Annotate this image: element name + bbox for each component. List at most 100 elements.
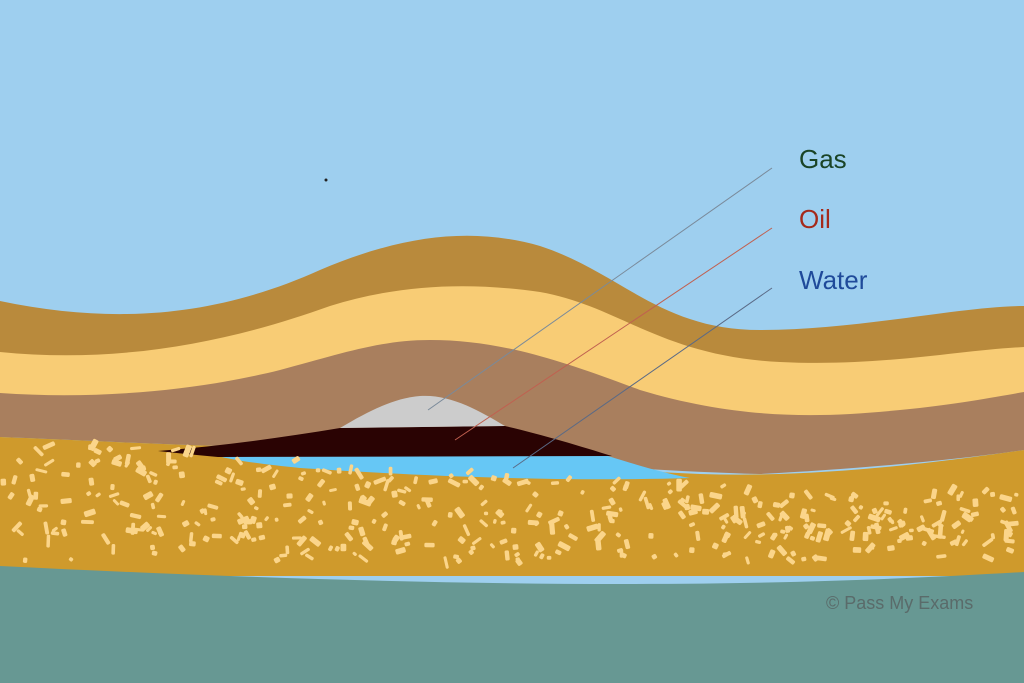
porous-fleck (502, 477, 512, 486)
porous-fleck (766, 511, 775, 521)
porous-fleck (678, 510, 686, 520)
porous-fleck (858, 505, 864, 510)
porous-fleck (804, 513, 810, 523)
gas-label: Gas (799, 144, 847, 174)
porous-fleck (809, 535, 816, 541)
porous-fleck (723, 531, 731, 539)
porous-fleck (784, 525, 791, 533)
porous-fleck (1000, 506, 1006, 513)
porous-fleck (207, 503, 219, 510)
porous-fleck (695, 530, 701, 541)
porous-fleck (609, 518, 615, 524)
base-rock-layer (0, 566, 1024, 683)
porous-fleck (395, 547, 406, 555)
porous-fleck (565, 475, 573, 483)
porous-fleck (623, 481, 630, 490)
porous-fleck (673, 552, 679, 558)
porous-fleck (354, 483, 361, 491)
porous-fleck (381, 511, 388, 518)
porous-fleck (612, 476, 621, 485)
porous-fleck (648, 533, 654, 539)
porous-fleck (329, 488, 337, 493)
porous-fleck (237, 515, 250, 525)
porous-fleck (447, 512, 453, 518)
porous-fleck (709, 502, 720, 514)
porous-fleck (651, 553, 658, 560)
porous-fleck (884, 508, 892, 515)
porous-fleck (908, 528, 914, 533)
porous-fleck (358, 526, 366, 537)
porous-fleck (94, 458, 101, 464)
porous-fleck (60, 497, 72, 505)
porous-fleck (595, 539, 602, 551)
porous-fleck (589, 509, 596, 522)
porous-fleck (947, 483, 958, 496)
porous-fleck (178, 471, 186, 479)
porous-fleck (801, 556, 807, 562)
porous-fleck (959, 507, 971, 514)
porous-fleck (789, 492, 795, 499)
porous-flecks (0, 438, 1019, 569)
porous-fleck (101, 533, 111, 545)
porous-fleck (479, 519, 489, 528)
porous-fleck (443, 556, 449, 569)
porous-fleck (0, 478, 7, 486)
porous-fleck (922, 527, 935, 534)
porous-fleck (468, 549, 474, 555)
porous-fleck (533, 550, 539, 557)
porous-fleck (982, 553, 995, 563)
porous-fleck (756, 521, 766, 529)
porous-fleck (22, 557, 28, 563)
porous-fleck (258, 534, 266, 541)
porous-fleck (679, 479, 689, 489)
porous-fleck (151, 530, 157, 536)
porous-fleck (229, 472, 235, 483)
porous-fleck (982, 537, 994, 547)
porous-fleck (557, 541, 571, 552)
porous-fleck (297, 515, 307, 524)
porous-fleck (348, 464, 354, 475)
porous-fleck (76, 462, 81, 468)
porous-fleck (150, 502, 156, 510)
porous-fleck (679, 497, 686, 505)
porous-fleck (364, 481, 372, 489)
porous-fleck (499, 538, 508, 545)
porous-fleck (740, 511, 746, 518)
porous-fleck (666, 481, 672, 486)
porous-fleck (525, 503, 533, 513)
porous-fleck (956, 494, 961, 502)
water-pocket (218, 456, 690, 480)
porous-fleck (150, 544, 156, 551)
porous-fleck (291, 536, 302, 540)
porous-fleck (328, 545, 334, 552)
porous-fleck (291, 456, 301, 464)
porous-fleck (340, 543, 347, 552)
porous-fleck (960, 529, 965, 534)
porous-fleck (166, 459, 172, 467)
porous-fleck (106, 445, 113, 453)
porous-fleck (453, 554, 460, 560)
porous-fleck (489, 543, 495, 549)
porous-fleck (817, 523, 827, 529)
porous-fleck (113, 454, 122, 462)
porous-fleck (358, 554, 369, 563)
porous-fleck (776, 545, 788, 557)
porous-fleck (803, 523, 810, 530)
porous-fleck (273, 556, 281, 564)
porous-fleck (145, 474, 152, 484)
porous-fleck (269, 483, 276, 491)
porous-fleck (111, 459, 122, 467)
porous-fleck (199, 508, 206, 514)
porous-fleck (722, 551, 732, 556)
porous-fleck (382, 523, 388, 532)
porous-fleck (465, 467, 474, 476)
porous-fleck (702, 508, 710, 515)
porous-fleck (86, 491, 92, 497)
porous-fleck (286, 493, 293, 499)
porous-fleck (483, 511, 489, 516)
porous-fleck (235, 456, 243, 466)
porous-fleck (972, 498, 979, 507)
porous-fleck (371, 518, 377, 524)
porous-fleck (38, 504, 49, 508)
